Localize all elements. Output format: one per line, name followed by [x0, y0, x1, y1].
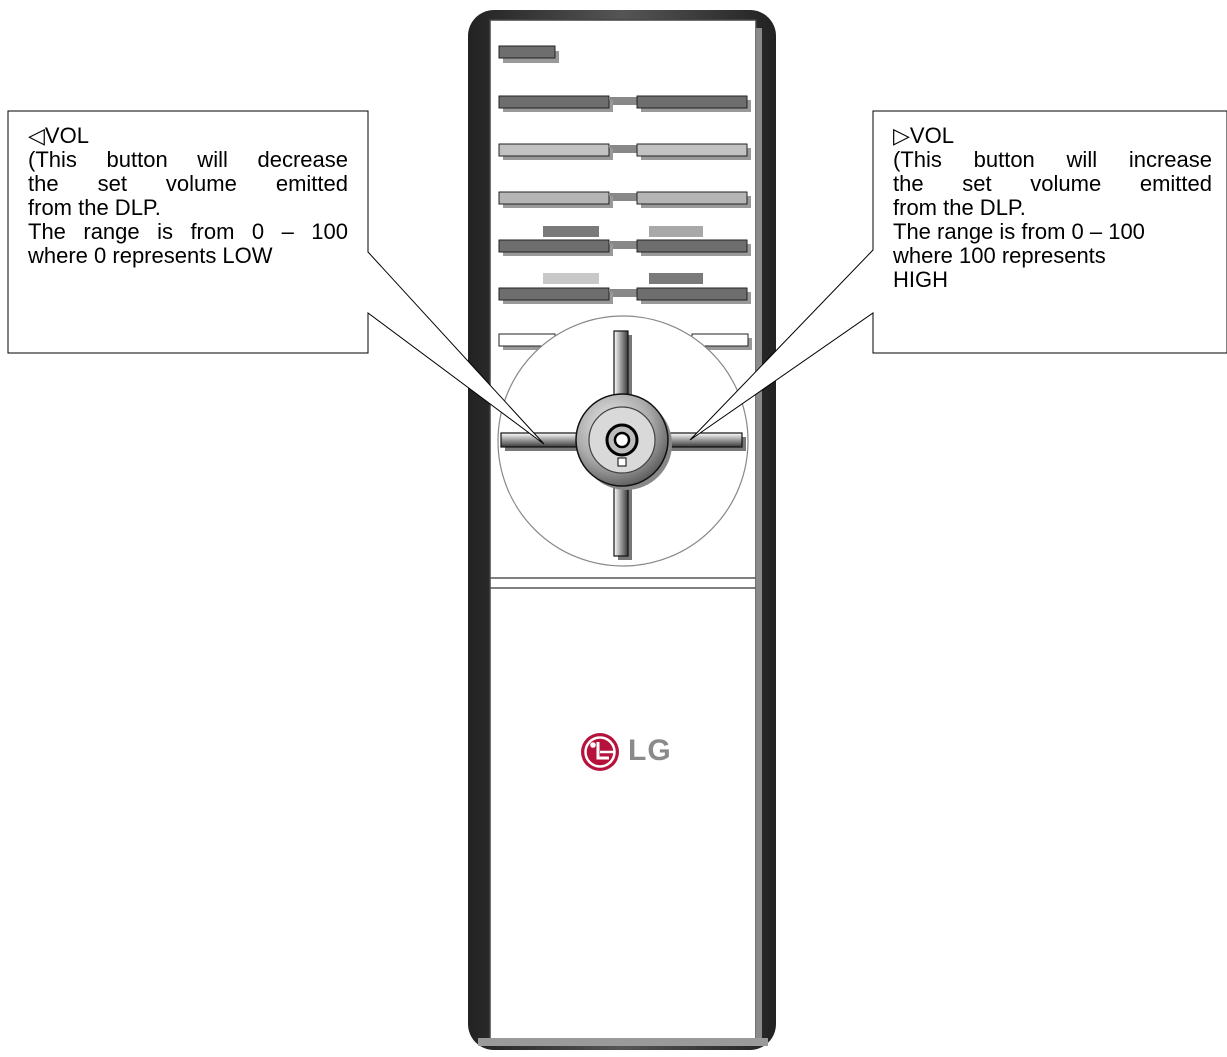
right-callout-title: ▷VOL: [893, 123, 954, 148]
left-callout-line: the set volume emitted: [28, 171, 348, 196]
row1-left-button[interactable]: [498, 95, 613, 112]
right-callout-line: (This button will increase: [893, 147, 1212, 172]
left-callout-line: The range is from 0 – 100: [28, 219, 348, 244]
row5-left-indicator: [543, 273, 599, 284]
navigation-pad: [497, 315, 749, 567]
row2-left-button[interactable]: [498, 143, 613, 160]
button-row-4: [498, 226, 751, 256]
button-row-3: [498, 191, 751, 208]
ok-button[interactable]: [575, 393, 672, 490]
left-callout-text: ◁VOL (This button will decrease the set …: [28, 124, 348, 268]
row4-right-button[interactable]: [636, 239, 751, 256]
row5-right-indicator: [649, 273, 703, 284]
lg-logo: [581, 733, 619, 771]
power-button[interactable]: [498, 45, 559, 63]
left-callout-title: ◁VOL: [28, 123, 89, 148]
volume-down-button[interactable]: [500, 432, 595, 451]
row3-left-button[interactable]: [498, 191, 613, 208]
left-callout-line: from the DLP.: [28, 195, 161, 220]
row3-right-button[interactable]: [636, 191, 751, 208]
button-row-2: [498, 143, 751, 160]
right-callout-text: ▷VOL (This button will increase the set …: [893, 124, 1212, 292]
left-callout: [7, 110, 545, 445]
left-callout-line: where 0 represents LOW: [28, 243, 273, 268]
right-callout-line: the set volume emitted: [893, 171, 1212, 196]
right-callout-line: HIGH: [893, 267, 948, 292]
right-callout-line: from the DLP.: [893, 195, 1026, 220]
row4-left-indicator: [543, 226, 599, 237]
left-callout-line: (This button will decrease: [28, 147, 348, 172]
button-row-5: [498, 273, 751, 304]
button-row-1: [498, 95, 751, 112]
right-callout-line: The range is from 0 – 100: [893, 219, 1145, 244]
row5-right-button[interactable]: [636, 287, 751, 304]
right-callout: [689, 110, 1227, 441]
row4-left-button[interactable]: [498, 239, 613, 256]
row4-right-indicator: [649, 226, 703, 237]
row2-right-button[interactable]: [636, 143, 751, 160]
row1-right-button[interactable]: [636, 95, 751, 112]
row5-left-button[interactable]: [498, 287, 613, 304]
right-callout-line: where 100 represents: [893, 243, 1106, 268]
brand-label: LG: [628, 734, 672, 767]
